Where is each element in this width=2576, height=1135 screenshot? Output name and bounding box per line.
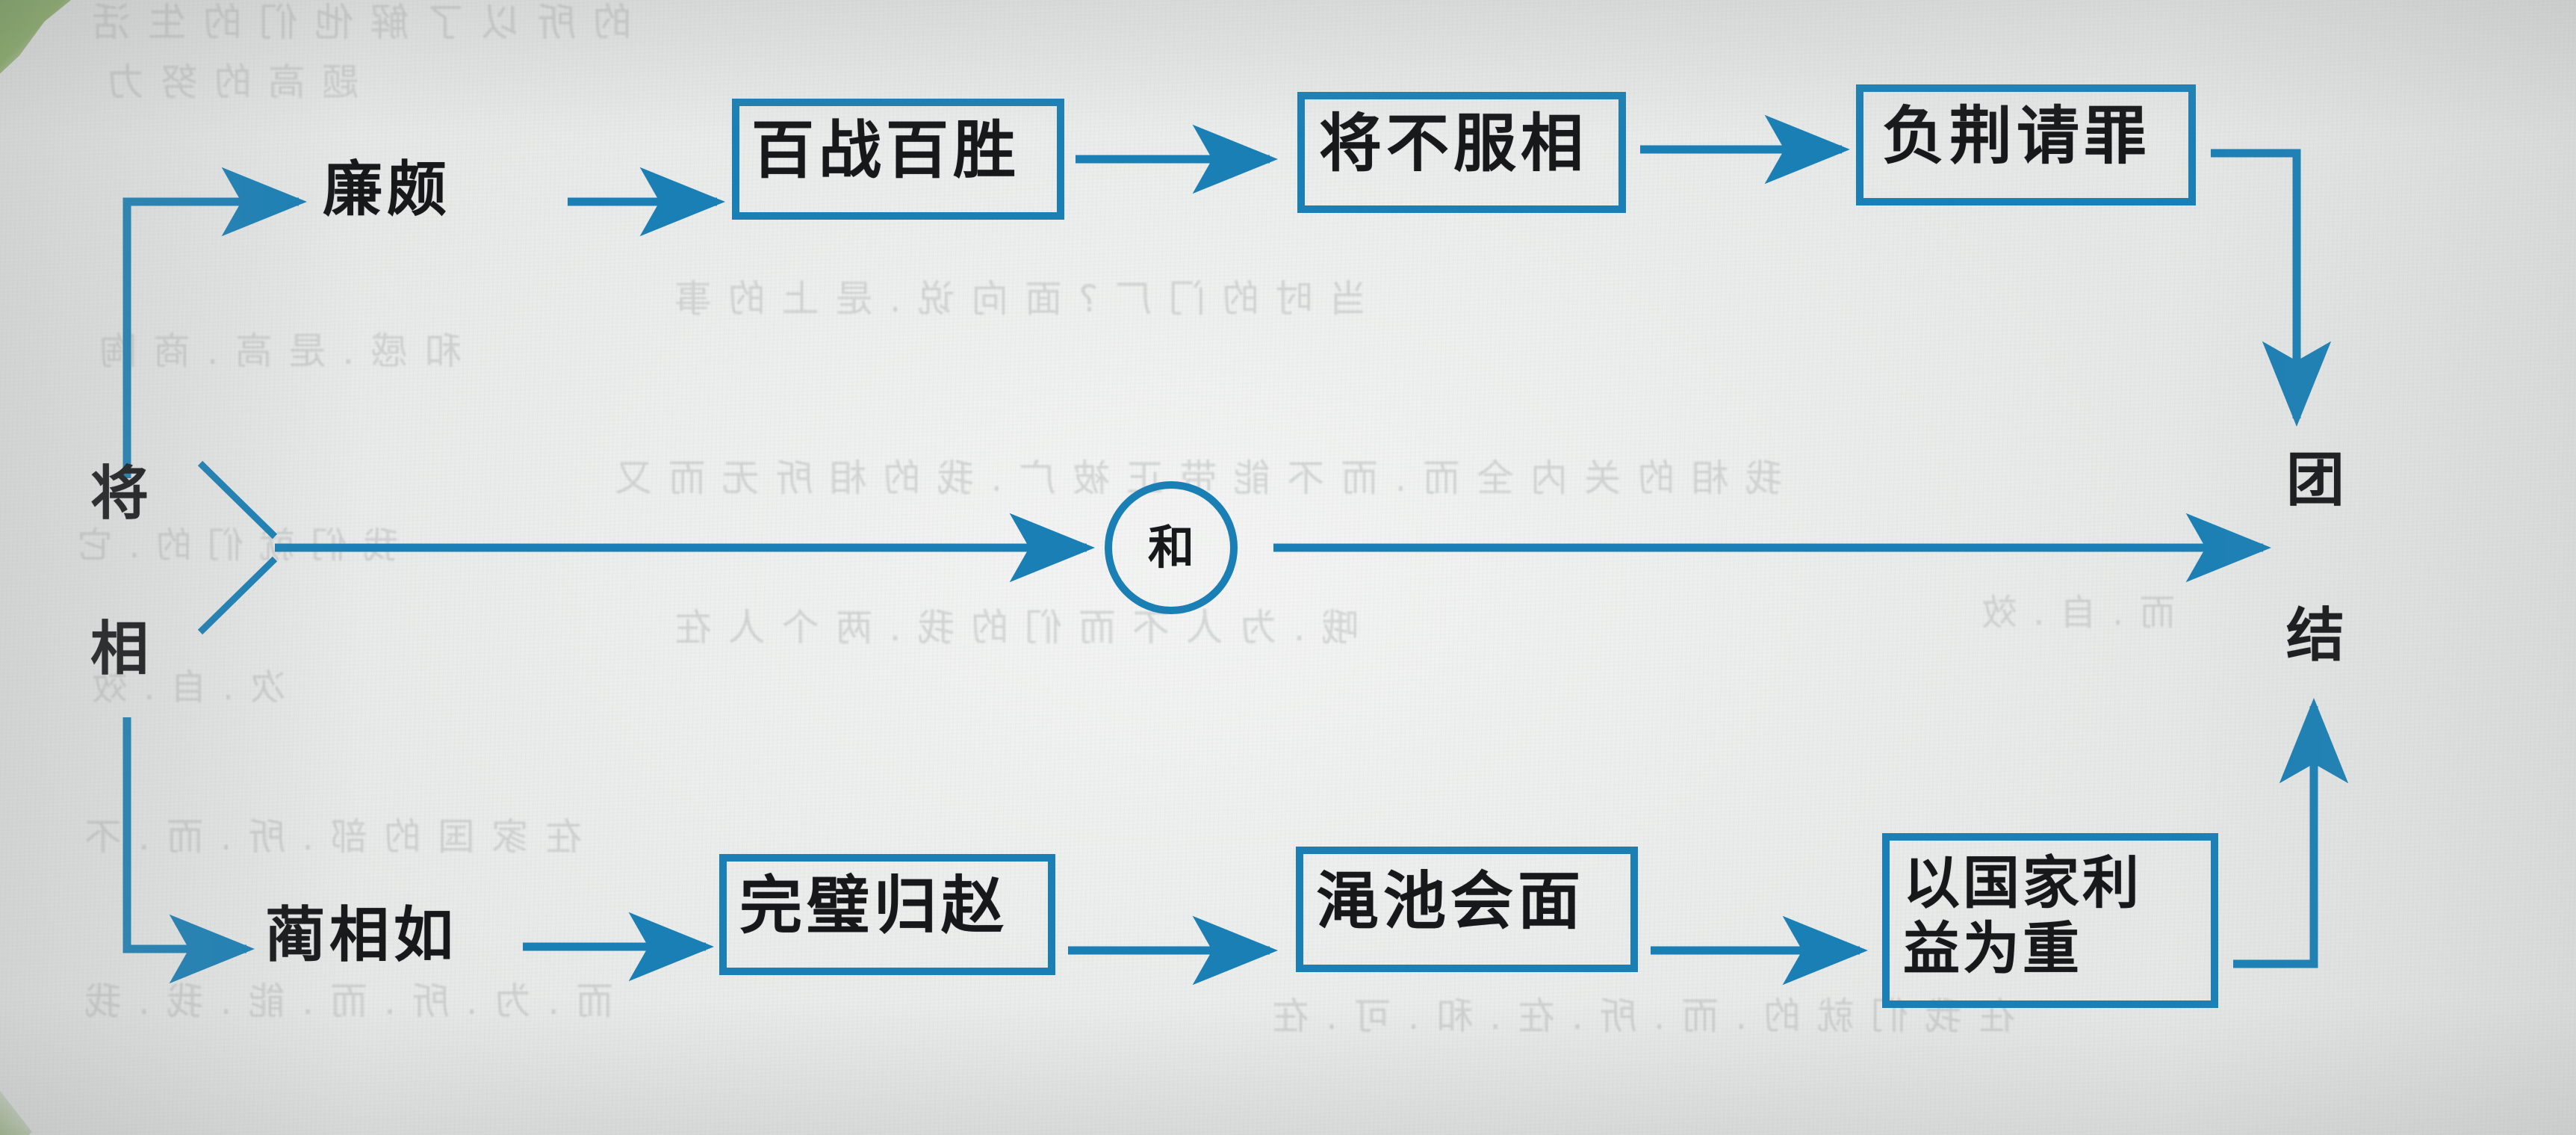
box-top-2	[1297, 92, 1626, 213]
result-label-line1: 团	[2285, 447, 2344, 514]
result-label-line2: 结	[2285, 602, 2344, 669]
root-label-line2: 相	[90, 616, 149, 683]
box-label-bottom-1: 完璧归赵	[739, 869, 1009, 942]
root-label-line1: 将	[90, 460, 149, 528]
box-label-top-1: 百战百胜	[751, 114, 1021, 187]
box-bottom-2	[1296, 847, 1638, 972]
box-label-bottom-2: 渑池会面	[1316, 865, 1586, 938]
box-bottom-1	[719, 854, 1055, 975]
edge-root-upper-arm	[197, 460, 278, 539]
node-he: 和	[1148, 520, 1195, 575]
edge-branch-up-to-lianpo	[122, 167, 308, 462]
node-lianpo: 廉颇	[323, 155, 451, 224]
box-label-top-3: 负荆请罪	[1882, 99, 2152, 173]
node-linxiangru: 蔺相如	[265, 900, 458, 970]
box-bottom-3	[1882, 833, 2218, 1008]
edge-root-lower-arm	[197, 556, 278, 635]
edge-box6-to-unity	[2233, 697, 2349, 968]
edge-branch-down-to-linxiangru	[122, 743, 255, 984]
he-circle	[1105, 481, 1238, 614]
box-label-bottom-3: 以国家利 益为重	[1903, 850, 2142, 983]
edge-box3-to-unity	[2211, 149, 2332, 427]
box-label-top-2: 将不服相	[1319, 107, 1589, 180]
box-top-1	[732, 99, 1064, 220]
box-top-3	[1856, 84, 2196, 205]
